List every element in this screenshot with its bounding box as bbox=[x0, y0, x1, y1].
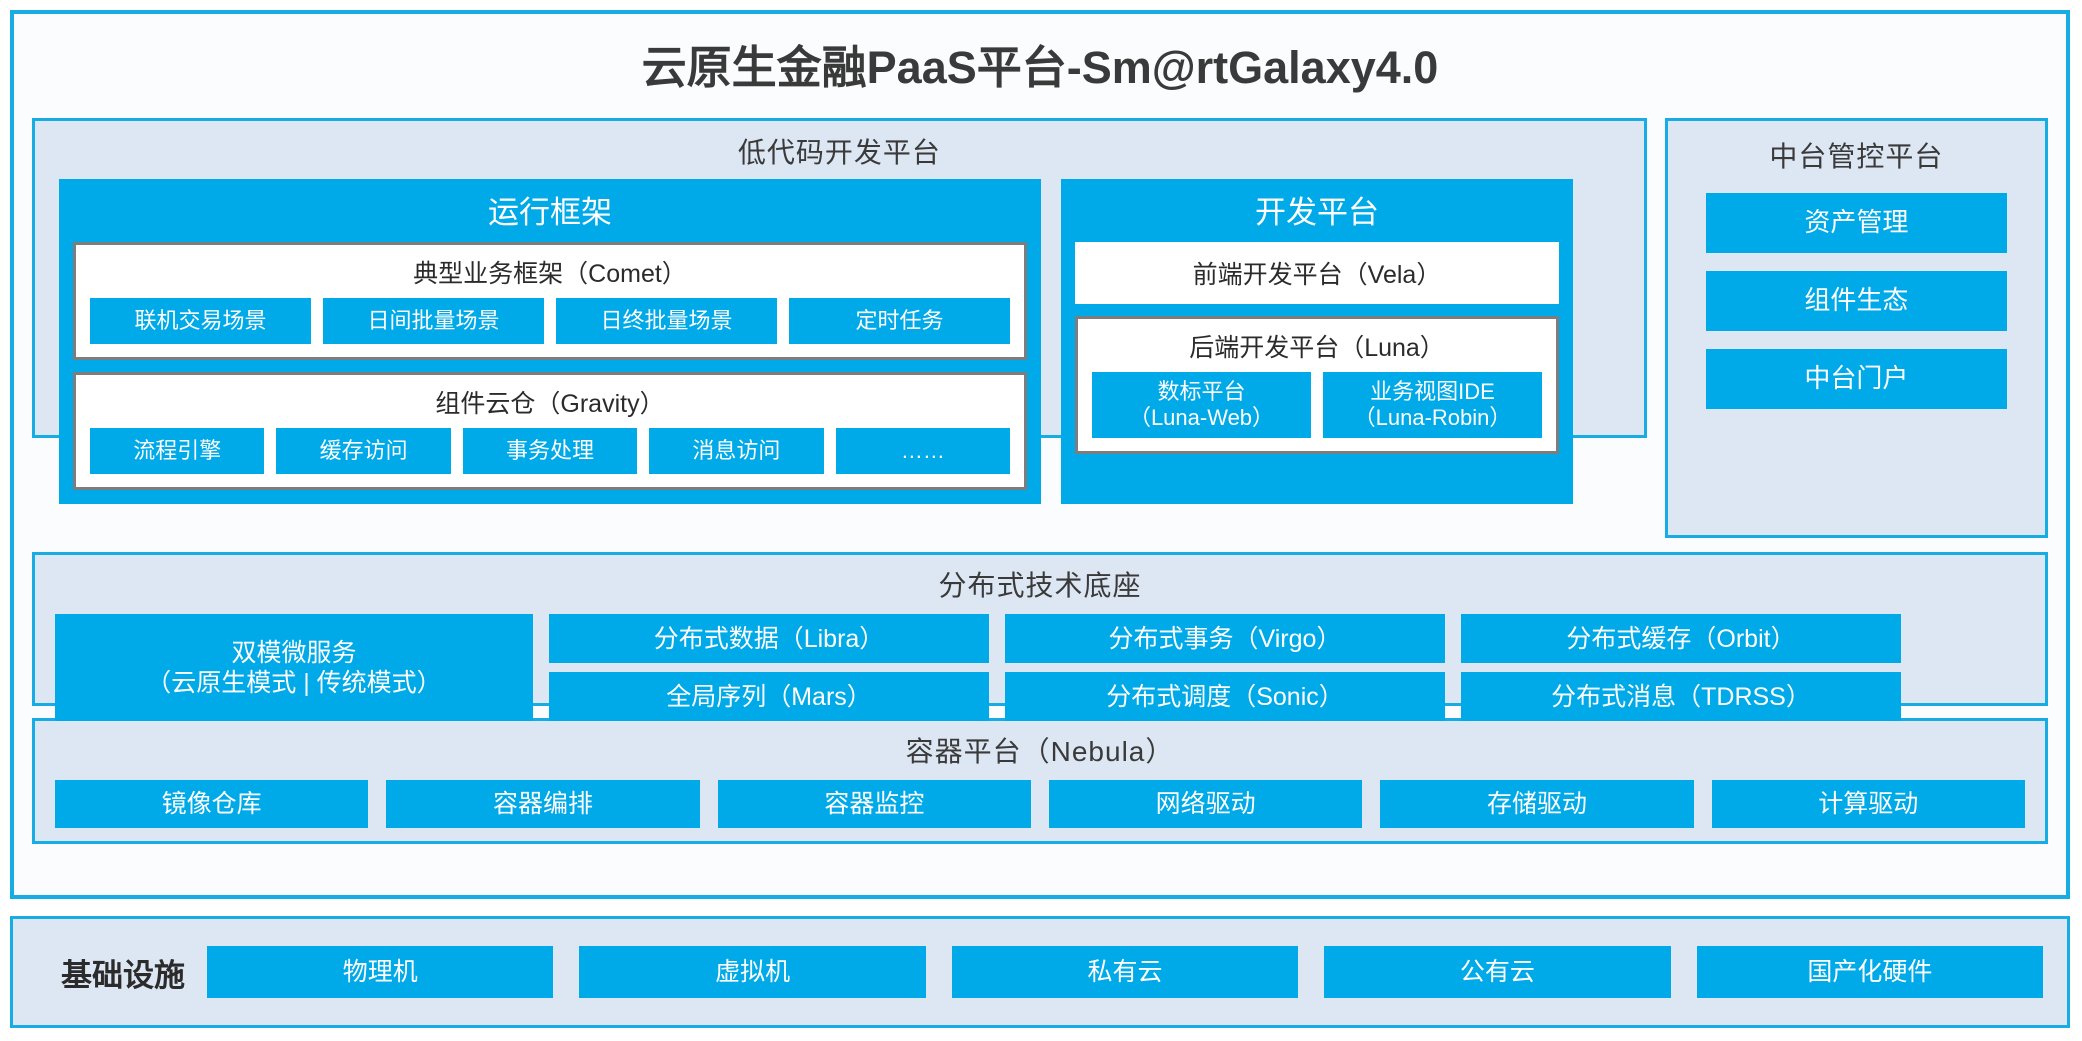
infrastructure-panel: 基础设施 物理机 虚拟机 私有云 公有云 国产化硬件 bbox=[10, 916, 2070, 1028]
tech-foundation-title: 分布式技术底座 bbox=[938, 570, 1142, 601]
tech-cell-mars[interactable]: 全局序列（Mars） bbox=[549, 672, 989, 721]
tech-column-2: 分布式事务（Virgo） 分布式调度（Sonic） bbox=[1005, 614, 1445, 721]
runtime-framework-title: 运行框架 bbox=[488, 195, 612, 230]
midplatform-title: 中台管控平台 bbox=[1769, 141, 1944, 172]
tech-column-3: 分布式缓存（Orbit） 分布式消息（TDRSS） bbox=[1461, 614, 1901, 721]
midplatform-item-asset-management[interactable]: 资产管理 bbox=[1705, 193, 2007, 253]
gravity-chip[interactable]: 缓存访问 bbox=[276, 428, 451, 474]
tech-cell-libra[interactable]: 分布式数据（Libra） bbox=[549, 614, 989, 663]
tech-foundation-panel: 分布式技术底座 双模微服务 （云原生模式 | 传统模式） 分布式数据（Libra… bbox=[32, 552, 2048, 721]
backend-dev-platform-title: 后端开发平台（Luna） bbox=[1189, 334, 1445, 362]
container-item-storage-driver[interactable]: 存储驱动 bbox=[1380, 780, 1694, 828]
dev-platform-title: 开发平台 bbox=[1255, 195, 1379, 230]
comet-box: 典型业务框架（Comet） 联机交易场景 日间批量场景 日终批量场景 定时任务 bbox=[73, 242, 1027, 360]
container-item-compute-driver[interactable]: 计算驱动 bbox=[1711, 780, 2025, 828]
container-item-orchestration[interactable]: 容器编排 bbox=[386, 780, 700, 828]
infra-item-public-cloud[interactable]: 公有云 bbox=[1324, 946, 1671, 998]
gravity-chip[interactable]: 消息访问 bbox=[649, 428, 824, 474]
mid-area: 低代码开发平台 运行框架 典型业务框架（Comet） 联机交易场景 日间批量场景… bbox=[14, 118, 2066, 538]
container-item-image-registry[interactable]: 镜像仓库 bbox=[55, 780, 369, 828]
luna-web-sub: （Luna-Web） bbox=[1128, 405, 1275, 430]
midplatform-item-portal[interactable]: 中台门户 bbox=[1705, 349, 2007, 409]
infra-item-domestic-hardware[interactable]: 国产化硬件 bbox=[1696, 946, 2044, 998]
container-platform-title: 容器平台（Nebula） bbox=[905, 736, 1175, 767]
gravity-title: 组件云仓（Gravity） bbox=[435, 390, 665, 418]
tech-cell-orbit[interactable]: 分布式缓存（Orbit） bbox=[1461, 614, 1901, 663]
midplatform-item-component-ecosystem[interactable]: 组件生态 bbox=[1705, 271, 2007, 331]
container-item-monitoring[interactable]: 容器监控 bbox=[717, 780, 1031, 828]
tech-cell-virgo[interactable]: 分布式事务（Virgo） bbox=[1005, 614, 1445, 663]
runtime-framework-block: 运行框架 典型业务框架（Comet） 联机交易场景 日间批量场景 日终批量场景 … bbox=[59, 179, 1041, 504]
infra-item-physical-machine[interactable]: 物理机 bbox=[207, 946, 554, 998]
lowcode-platform-panel: 低代码开发平台 运行框架 典型业务框架（Comet） 联机交易场景 日间批量场景… bbox=[32, 118, 1647, 504]
gravity-chip[interactable]: 事务处理 bbox=[462, 428, 638, 474]
infrastructure-label: 基础设施 bbox=[61, 957, 185, 993]
luna-web-name: 数标平台 bbox=[1157, 378, 1246, 404]
gravity-box: 组件云仓（Gravity） 流程引擎 缓存访问 事务处理 消息访问 …… bbox=[73, 372, 1027, 490]
dual-mode-microservice-block[interactable]: 双模微服务 （云原生模式 | 传统模式） bbox=[55, 614, 533, 721]
tech-cell-tdrss[interactable]: 分布式消息（TDRSS） bbox=[1461, 672, 1901, 721]
gravity-chip-ellipsis[interactable]: …… bbox=[835, 428, 1011, 474]
frontend-dev-platform-box[interactable]: 前端开发平台（Vela） bbox=[1075, 242, 1559, 304]
luna-chip-row: 数标平台 （Luna-Web） 业务视图IDE （Luna-Robin） bbox=[1078, 372, 1556, 451]
page-title: 云原生金融PaaS平台-Sm@rtGalaxy4.0 bbox=[641, 42, 1439, 93]
tech-column-1: 分布式数据（Libra） 全局序列（Mars） bbox=[549, 614, 989, 721]
comet-chip[interactable]: 日间批量场景 bbox=[323, 298, 544, 344]
infra-item-private-cloud[interactable]: 私有云 bbox=[951, 946, 1299, 998]
platform-outer-frame: 云原生金融PaaS平台-Sm@rtGalaxy4.0 低代码开发平台 运行框架 … bbox=[10, 10, 2070, 899]
luna-robin-sub: （Luna-Robin） bbox=[1353, 405, 1512, 430]
lowcode-platform-title: 低代码开发平台 bbox=[737, 137, 941, 168]
infrastructure-items: 物理机 虚拟机 私有云 公有云 国产化硬件 bbox=[207, 946, 2044, 998]
luna-robin-name: 业务视图IDE bbox=[1370, 378, 1495, 404]
comet-chip-row: 联机交易场景 日间批量场景 日终批量场景 定时任务 bbox=[76, 298, 1024, 357]
container-item-network-driver[interactable]: 网络驱动 bbox=[1048, 780, 1363, 828]
gravity-chip-row: 流程引擎 缓存访问 事务处理 消息访问 …… bbox=[76, 428, 1024, 487]
comet-chip[interactable]: 定时任务 bbox=[789, 298, 1010, 344]
infra-item-virtual-machine[interactable]: 虚拟机 bbox=[579, 946, 926, 998]
container-platform-panel: 容器平台（Nebula） 镜像仓库 容器编排 容器监控 网络驱动 存储驱动 计算… bbox=[32, 718, 2048, 844]
dual-mode-line1: 双模微服务 bbox=[231, 638, 357, 667]
comet-title: 典型业务框架（Comet） bbox=[413, 260, 687, 288]
luna-web-chip[interactable]: 数标平台 （Luna-Web） bbox=[1092, 372, 1311, 438]
dual-mode-line2: （云原生模式 | 传统模式） bbox=[146, 668, 442, 697]
backend-dev-platform-box: 后端开发平台（Luna） 数标平台 （Luna-Web） 业务视图IDE （Lu… bbox=[1075, 316, 1559, 454]
comet-chip[interactable]: 日终批量场景 bbox=[556, 298, 777, 344]
tech-cell-sonic[interactable]: 分布式调度（Sonic） bbox=[1005, 672, 1445, 721]
luna-robin-chip[interactable]: 业务视图IDE （Luna-Robin） bbox=[1323, 372, 1542, 438]
comet-chip[interactable]: 联机交易场景 bbox=[90, 298, 311, 344]
gravity-chip[interactable]: 流程引擎 bbox=[90, 428, 265, 474]
midplatform-panel: 中台管控平台 资产管理 组件生态 中台门户 bbox=[1664, 118, 2048, 538]
dev-platform-block: 开发平台 前端开发平台（Vela） 后端开发平台（Luna） 数标平台 （Lun… bbox=[1061, 179, 1573, 504]
